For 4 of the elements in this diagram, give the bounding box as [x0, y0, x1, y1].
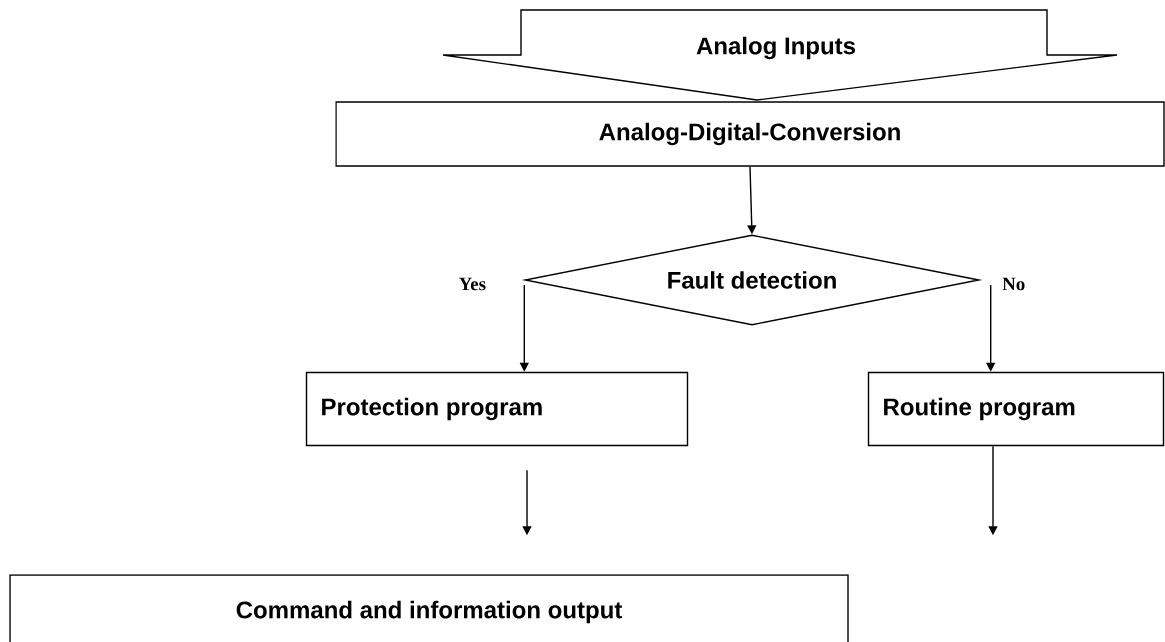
- process-box: Command and information output: [9, 574, 849, 642]
- process-box: Protection program: [305, 371, 689, 447]
- process-box: Analog-Digital-Conversion: [335, 101, 1165, 167]
- process-box: Routine program: [867, 371, 1165, 447]
